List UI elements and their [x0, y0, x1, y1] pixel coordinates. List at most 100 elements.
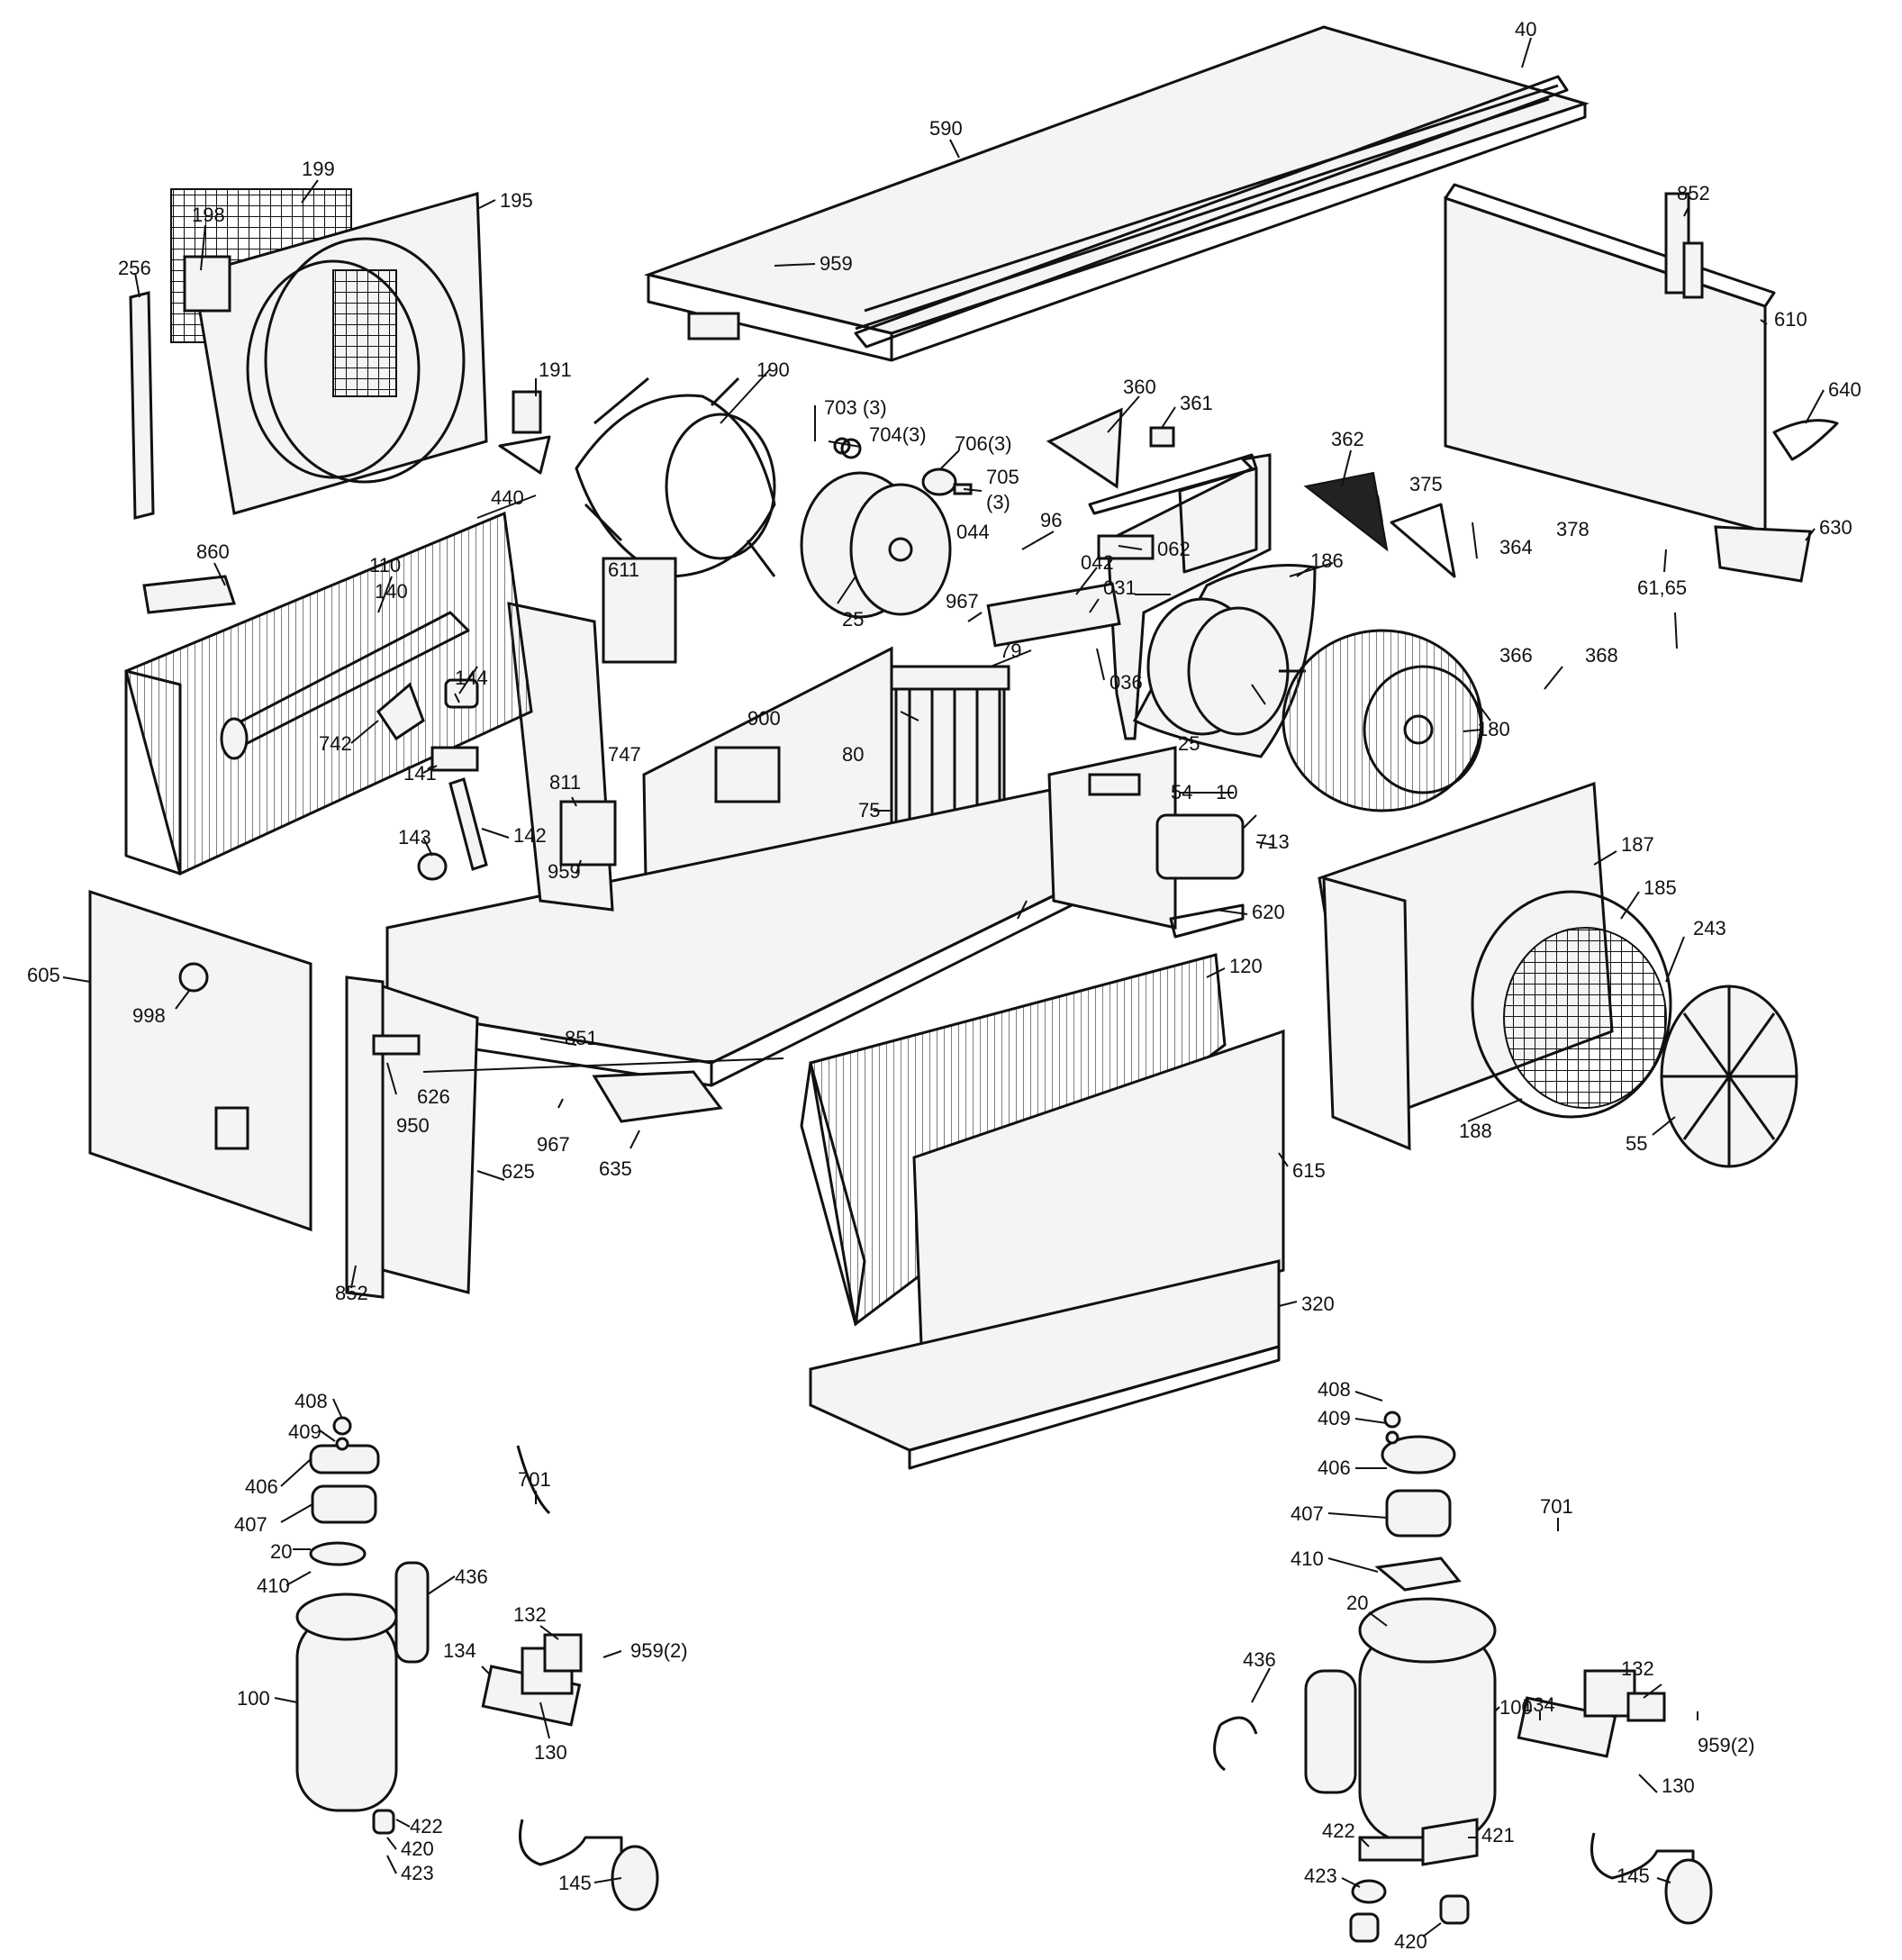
callout-180: 180	[1477, 718, 1510, 740]
callout-705-qty: (3)	[986, 491, 1010, 513]
callout-423-left: 423	[401, 1862, 434, 1884]
callout-967-upper: 967	[946, 590, 979, 612]
callout-407-right: 407	[1291, 1502, 1324, 1525]
bracket-635	[592, 1070, 723, 1123]
bracket-811	[559, 800, 617, 867]
callout-408-right: 408	[1318, 1378, 1351, 1401]
compressor-right	[1213, 1411, 1713, 1943]
callout-120: 120	[1229, 955, 1263, 977]
callout-406-left: 406	[245, 1475, 278, 1498]
callout-134-right: 134	[1522, 1693, 1555, 1716]
callout-630: 630	[1819, 516, 1852, 539]
callout-705: 705	[986, 466, 1019, 488]
callout-25-lower: 25	[1178, 732, 1200, 755]
callout-195: 195	[500, 189, 533, 212]
callout-61-65: 61,65	[1637, 576, 1687, 599]
mount-706	[921, 467, 957, 496]
callout-406-right: 406	[1318, 1456, 1351, 1479]
callout-852-lower: 852	[335, 1282, 368, 1304]
callout-360: 360	[1123, 376, 1156, 398]
callout-55: 55	[1626, 1132, 1647, 1155]
fan-blade-assembly	[575, 377, 776, 578]
bracket-440	[498, 435, 551, 475]
callout-130-left: 130	[534, 1741, 567, 1764]
grommet-143	[417, 852, 448, 881]
callout-141: 141	[403, 762, 437, 785]
callout-409-right: 409	[1318, 1407, 1351, 1429]
callout-54: 54	[1171, 781, 1192, 803]
bracket-360	[1046, 407, 1123, 489]
callout-959: 959	[820, 252, 853, 275]
bracket-742	[376, 682, 425, 741]
callout-044: 044	[956, 521, 990, 543]
callout-706: 706(3)	[955, 432, 1012, 455]
callout-635: 635	[599, 1157, 632, 1180]
callout-labels: 40 590 959 199 198 195 256 191 190 703 (…	[27, 18, 1861, 1953]
washer-704	[840, 438, 862, 459]
callout-620: 620	[1252, 901, 1285, 923]
callout-375: 375	[1409, 473, 1443, 495]
outdoor-shroud	[1318, 781, 1672, 1151]
callout-959-2-left: 959(2)	[630, 1639, 688, 1662]
callout-031: 031	[1103, 576, 1137, 599]
callout-436-right: 436	[1243, 1648, 1276, 1671]
callout-185: 185	[1644, 876, 1677, 899]
callout-407-left: 407	[234, 1513, 267, 1536]
callout-422-left: 422	[410, 1815, 443, 1838]
callout-421-right: 421	[1481, 1824, 1515, 1847]
callout-422-right: 422	[1322, 1819, 1355, 1842]
bracket-375	[1390, 503, 1456, 578]
callout-320: 320	[1301, 1293, 1335, 1315]
callout-742: 742	[319, 732, 352, 755]
callout-366: 366	[1499, 644, 1533, 667]
callout-145-left: 145	[558, 1872, 592, 1894]
compressor-left	[295, 1416, 659, 1911]
transformer-611	[602, 557, 677, 664]
callout-420-right: 420	[1394, 1930, 1427, 1953]
callout-190: 190	[756, 358, 790, 381]
callout-967-lower: 967	[537, 1133, 570, 1156]
block-141	[430, 746, 479, 772]
callout-852-top: 852	[1677, 182, 1710, 204]
callout-408-left: 408	[294, 1390, 328, 1412]
callout-191: 191	[539, 358, 572, 381]
callout-851: 851	[565, 1027, 598, 1049]
callout-25-upper: 25	[842, 608, 864, 631]
callout-703: 703 (3)	[824, 396, 887, 419]
terminal-block	[986, 582, 1121, 648]
callout-110: 110	[369, 554, 401, 576]
callout-900: 900	[747, 707, 781, 730]
callout-364: 364	[1499, 536, 1533, 558]
callout-436-left: 436	[455, 1565, 488, 1588]
callout-423-right: 423	[1304, 1865, 1337, 1887]
front-panel	[912, 1029, 1285, 1394]
holder-144	[444, 678, 479, 709]
blower-wheel	[1282, 629, 1483, 812]
callout-811: 811	[549, 771, 581, 794]
callout-20-left: 20	[270, 1540, 292, 1563]
callout-440: 440	[491, 486, 524, 509]
callout-187: 187	[1621, 833, 1654, 856]
callout-701-left: 701	[518, 1468, 551, 1491]
callout-199: 199	[302, 158, 335, 180]
callout-590: 590	[929, 117, 963, 140]
top-cover	[643, 25, 1590, 362]
callout-134-left: 134	[443, 1639, 476, 1662]
callout-704: 704(3)	[869, 423, 927, 446]
callout-243: 243	[1693, 917, 1726, 939]
callout-186: 186	[1310, 549, 1344, 572]
callout-410-right: 410	[1291, 1547, 1324, 1570]
capacitor-bracket	[1047, 746, 1245, 939]
callout-40: 40	[1515, 18, 1536, 41]
callout-79: 79	[1000, 640, 1021, 662]
callout-042: 042	[1081, 551, 1114, 574]
fan-motor	[800, 471, 952, 619]
filter-362	[1303, 471, 1389, 552]
callout-062: 062	[1157, 538, 1191, 560]
callout-605: 605	[27, 964, 60, 986]
callout-036: 036	[1110, 671, 1143, 694]
callout-713: 713	[1256, 830, 1290, 853]
callout-950: 950	[396, 1114, 430, 1137]
callout-20-right: 20	[1346, 1592, 1368, 1614]
